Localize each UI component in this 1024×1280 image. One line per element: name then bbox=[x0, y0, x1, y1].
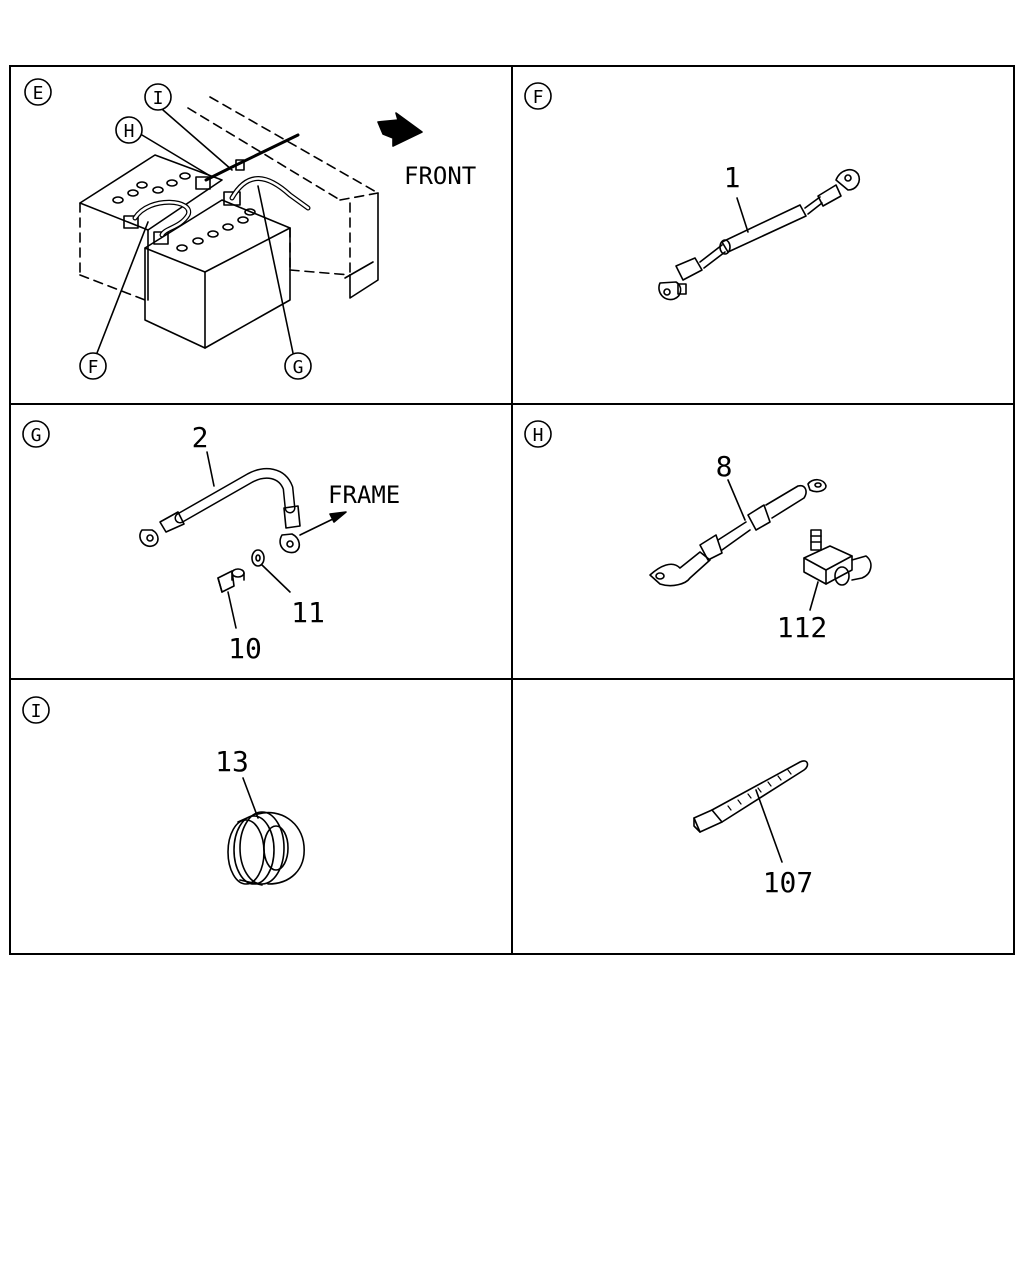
bolt-10 bbox=[217, 568, 245, 593]
panel-g-marker bbox=[22, 420, 50, 448]
panel-i-letter: I bbox=[31, 701, 42, 722]
frame-direction-arrow bbox=[329, 511, 347, 523]
grommet-13 bbox=[227, 811, 305, 886]
leader-2 bbox=[206, 451, 215, 487]
callout-h-letter: H bbox=[124, 121, 135, 142]
panel-i-marker bbox=[22, 696, 50, 724]
part-number-8: 8 bbox=[716, 450, 733, 483]
battery-cable-1 bbox=[658, 168, 861, 301]
terminal-2 bbox=[153, 231, 169, 245]
positive-cable bbox=[204, 133, 300, 182]
terminal-4 bbox=[223, 191, 241, 206]
panel-h bbox=[524, 420, 872, 611]
battery-left bbox=[79, 154, 223, 301]
leader-11 bbox=[261, 564, 291, 593]
panel-f bbox=[524, 82, 861, 301]
leader-13 bbox=[242, 777, 259, 819]
leader-8 bbox=[727, 479, 746, 521]
part-number-13: 13 bbox=[215, 745, 249, 778]
ground-cable-2 bbox=[139, 467, 301, 554]
panel-e bbox=[24, 78, 423, 380]
panel-e-letter: E bbox=[33, 83, 44, 104]
leader-10 bbox=[227, 591, 237, 629]
callout-h bbox=[115, 116, 143, 144]
panel-h-marker bbox=[524, 420, 552, 448]
panel-g-letter: G bbox=[31, 425, 42, 446]
part-number-11: 11 bbox=[291, 596, 325, 629]
grid-vertical-divider bbox=[511, 65, 513, 955]
panel-h-letter: H bbox=[533, 425, 544, 446]
front-label: FRONT bbox=[404, 162, 476, 190]
washer-11 bbox=[251, 549, 265, 567]
frame-rail-end bbox=[349, 192, 379, 299]
panel-j bbox=[693, 760, 809, 863]
front-direction-arrow bbox=[377, 112, 423, 147]
battery-cells bbox=[112, 172, 256, 252]
frame-rail-outline bbox=[79, 96, 379, 301]
part-number-112: 112 bbox=[777, 611, 828, 644]
part-number-2: 2 bbox=[192, 421, 209, 454]
frame-label: FRAME bbox=[328, 481, 400, 509]
panel-f-letter: F bbox=[533, 87, 544, 108]
panel-f-marker bbox=[524, 82, 552, 110]
panel-i bbox=[22, 696, 305, 886]
panel-g bbox=[22, 420, 347, 629]
grid-row-divider-1 bbox=[9, 403, 1015, 405]
battery-right bbox=[144, 199, 291, 349]
callout-g bbox=[284, 352, 312, 380]
callout-i bbox=[144, 83, 172, 111]
panel-e-marker bbox=[24, 78, 52, 106]
leader-1 bbox=[736, 197, 749, 233]
terminal-1 bbox=[123, 215, 139, 229]
part-number-10: 10 bbox=[228, 632, 262, 665]
battery-cable-8 bbox=[649, 478, 827, 587]
leader-107 bbox=[755, 789, 783, 863]
leader-112 bbox=[809, 581, 819, 611]
part-number-1: 1 bbox=[724, 161, 741, 194]
callout-g-letter: G bbox=[293, 357, 304, 378]
callout-f-letter: F bbox=[88, 357, 99, 378]
terminal-3 bbox=[195, 176, 211, 190]
grid-row-divider-2 bbox=[9, 678, 1015, 680]
callout-i-letter: I bbox=[153, 88, 164, 109]
cable-tie-107 bbox=[693, 760, 809, 833]
terminal-clamp-112 bbox=[803, 529, 872, 586]
part-number-107: 107 bbox=[763, 866, 814, 899]
callout-f bbox=[79, 352, 107, 380]
